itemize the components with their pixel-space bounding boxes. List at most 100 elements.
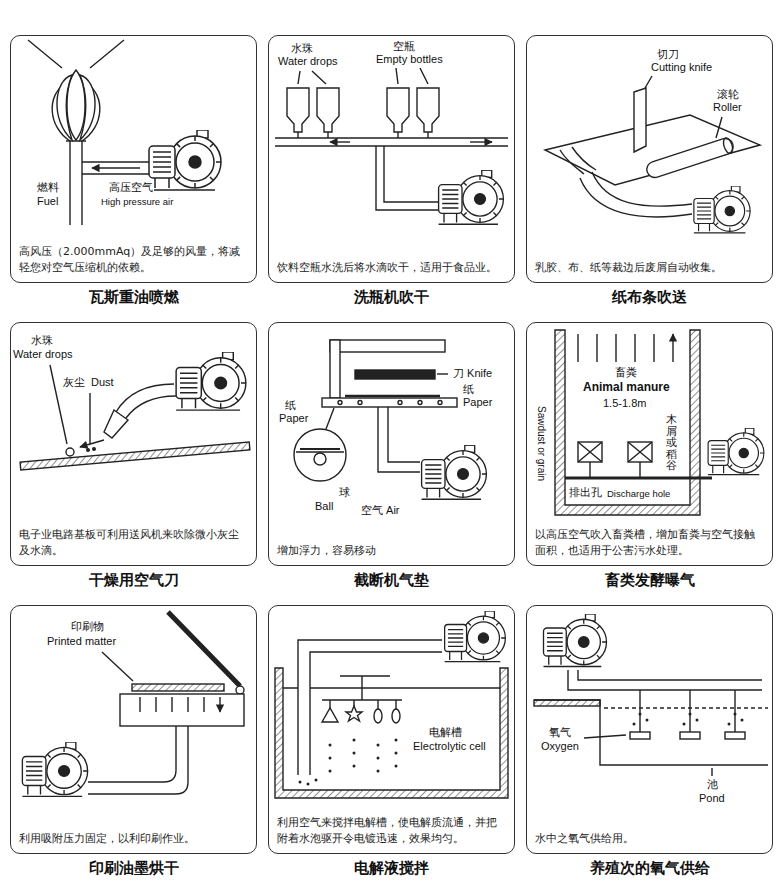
trim-collector-illustration <box>545 76 760 233</box>
burner-illustration <box>28 40 221 225</box>
air-knife-illustration-part <box>80 440 104 447</box>
application-panel: 以高压空气吹入畜粪槽，增加畜粪与空气接触面积，也适用于公害污水处理。畜类发酵曝气 <box>526 322 773 590</box>
pond-aeration-illustration-part <box>633 713 744 726</box>
part-label: 燃料 <box>36 181 60 194</box>
bottle-washer-illustration-part <box>439 170 504 224</box>
printing-table-illustration <box>22 612 244 796</box>
electrolytic-tank-illustration-part <box>377 744 380 747</box>
aeration-tank-illustration-part <box>565 477 712 480</box>
application-panel: 乳胶、布、纸等裁边后废屑自动收集。纸布条吹送 <box>526 35 773 307</box>
part-label: Paper <box>462 396 493 409</box>
electrolytic-tank-illustration-part <box>445 611 506 662</box>
panel-description: 利用空气来搅拌电解槽，使电解质流通，并把附着水泡驱开令电镀迅速，效果均匀。 <box>277 815 506 847</box>
panel-description: 饮料空瓶水洗后将水滴吹干，适用于食品业。 <box>277 260 506 276</box>
electrolytic-tank-illustration-part <box>322 676 402 700</box>
air-cushion-illustration-part <box>322 398 457 407</box>
printing-table-illustration-part <box>140 697 220 712</box>
part-label: Ball <box>314 500 334 513</box>
air-knife-illustration-part <box>20 442 250 470</box>
panel-frame: 增加浮力，容易移动 <box>268 322 515 566</box>
part-label: Roller <box>712 101 743 114</box>
part-label: 氧气 <box>548 726 572 739</box>
aeration-tank-illustration-part <box>590 462 640 478</box>
part-label: 水珠 <box>290 42 314 55</box>
part-label: Paper <box>278 412 309 425</box>
bottle-washer-illustration-part <box>387 88 409 132</box>
printing-table-illustration-part <box>168 612 240 686</box>
bottle-washer-illustration-part <box>287 88 309 138</box>
burner-illustration-part <box>28 40 124 68</box>
electrolytic-tank-illustration-part <box>315 779 318 782</box>
printing-table-illustration-part <box>88 726 188 794</box>
bottle-washer-illustration <box>275 68 508 224</box>
bottle-washer-illustration-part <box>330 141 350 142</box>
air-knife-illustration-part <box>87 449 90 452</box>
air-knife-illustration-part <box>104 410 128 438</box>
pond-aeration-illustration-part <box>633 723 636 726</box>
trim-collector-illustration-part <box>645 136 736 179</box>
part-label: 滚轮 <box>716 88 740 101</box>
part-label: Oxygen <box>540 740 580 753</box>
air-cushion-illustration-part <box>438 401 442 405</box>
aeration-tank-illustration-part <box>708 428 764 475</box>
trim-collector-illustration-part <box>645 136 736 179</box>
part-label: Dust <box>90 376 115 389</box>
burner-illustration-part <box>67 70 85 140</box>
electrolytic-tank-illustration-part <box>377 757 380 760</box>
air-knife-illustration-part <box>20 442 250 470</box>
electrolytic-tank-illustration-part <box>330 700 396 709</box>
electrolytic-tank-illustration-part <box>307 783 310 786</box>
electrolytic-tank-illustration-part <box>374 709 382 723</box>
electrolytic-tank-illustration <box>275 611 508 798</box>
bottle-washer-illustration-part <box>427 132 428 138</box>
printing-table-illustration-part <box>102 652 133 681</box>
part-label: 1.5-1.8m <box>602 397 647 410</box>
printing-table-illustration-part <box>22 742 87 796</box>
air-knife-illustration <box>20 352 250 470</box>
air-cushion-illustration-part <box>398 401 402 405</box>
trim-collector-illustration-part <box>645 76 722 138</box>
part-label: High pressure air <box>100 195 174 208</box>
air-knife-illustration-part <box>176 352 246 410</box>
electrolytic-tank-illustration-part <box>353 765 356 768</box>
bottle-washer-illustration-part <box>417 88 439 138</box>
electrolytic-tank-illustration-part <box>299 781 302 784</box>
air-knife-illustration-part <box>116 384 176 418</box>
panel-description: 乳胶、布、纸等裁边后废屑自动收集。 <box>535 260 764 276</box>
burner-illustration-part <box>82 83 100 141</box>
bottle-washer-illustration-part <box>376 146 440 210</box>
electrolytic-tank-illustration-part <box>395 739 398 742</box>
panel-description: 高风压（2.000mmAq）及足够的风量，将减轻您对空气压缩机的依赖。 <box>19 244 248 276</box>
part-label: 纸 <box>284 399 297 412</box>
panel-description: 以高压空气吹入畜粪槽，增加畜粪与空气接触面积，也适用于公害污水处理。 <box>535 527 764 559</box>
bottle-washer-illustration-part <box>317 88 339 132</box>
part-label: 池 <box>706 778 719 791</box>
part-label: 印刷物 <box>70 620 105 633</box>
aeration-tank-illustration-part <box>628 442 652 462</box>
bottle-washer-illustration-part <box>327 132 328 138</box>
trim-collector-illustration-part <box>545 115 760 185</box>
bottle-washer-illustration-part <box>387 88 409 138</box>
panel-caption: 干燥用空气刀 <box>10 571 257 590</box>
burner-illustration-part <box>149 130 221 190</box>
part-label: 空瓶 <box>392 40 416 53</box>
aeration-tank-illustration-part <box>555 330 700 515</box>
air-knife-illustration-part <box>93 448 96 451</box>
bottle-washer-illustration-part <box>297 132 298 138</box>
bottle-washer-illustration-part <box>275 138 508 146</box>
pond-aeration-illustration-part <box>683 723 686 726</box>
electrolytic-tank-illustration-part <box>283 687 500 688</box>
panel-description: 水中之氧气供给用。 <box>535 831 764 847</box>
air-cushion-illustration-part <box>338 401 442 405</box>
part-label: Cutting knife <box>650 61 713 74</box>
panel-caption: 养殖次的氧气供给 <box>526 859 773 878</box>
application-panel: 电子业电路基板可利用送风机来吹除微小灰尘及水滴。干燥用空气刀 <box>10 322 257 590</box>
electrolytic-tank-illustration-part <box>298 640 442 775</box>
air-cushion-illustration-part <box>326 408 334 429</box>
pond-aeration-illustration-part <box>568 670 762 690</box>
pond-aeration-illustration-part <box>544 614 607 667</box>
pond-aeration-illustration-part <box>534 700 768 765</box>
air-cushion-illustration-part <box>338 401 342 405</box>
air-cushion-illustration-part <box>378 407 420 472</box>
